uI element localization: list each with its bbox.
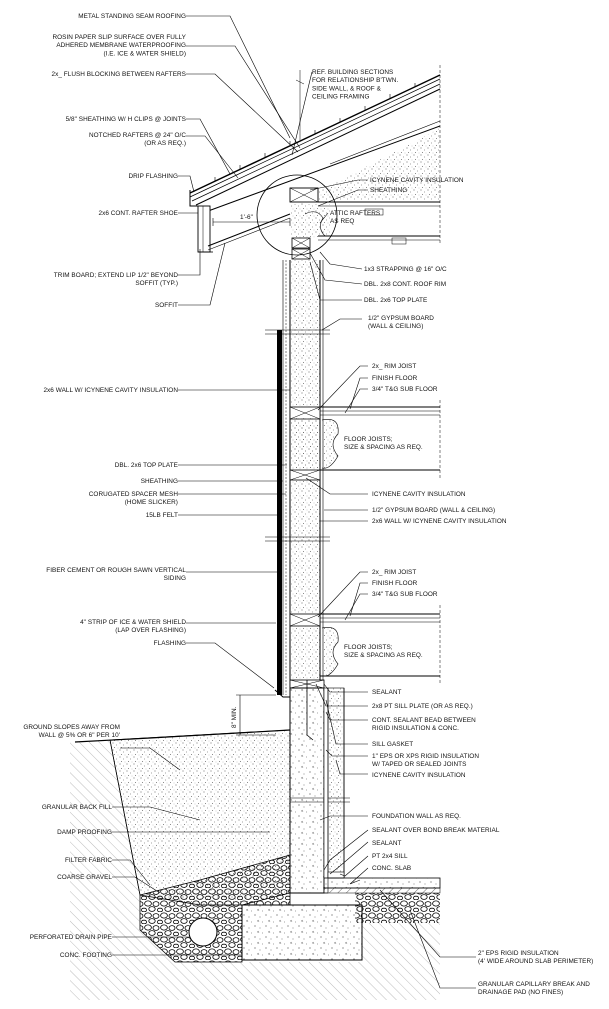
label-flashing: FLASHING [154,640,186,647]
label-soffit: SOFFIT [155,302,178,309]
label-icynene-wall: ICYNENE CAVITY INSULATION [372,491,466,498]
foundation-assembly: 8" MIN. [70,679,441,1000]
label-wall-insulation: 2x6 WALL W/ ICYNENE CAVITY INSULATION [43,387,178,394]
label-rafter-shoe: 2x6 CONT. RAFTER SHOE [98,210,178,217]
label-rim-joist-2: 2x_ RIM JOIST [372,569,416,576]
label-conc-footing: CONC. FOOTING [60,952,112,959]
label-icynene-base: ICYNENE CAVITY INSULATION [372,772,466,779]
label-floor-joists-1: FLOOR JOISTS;SIZE & SPACING AS REQ. [344,436,423,451]
label-foundation-wall: FOUNDATION WALL AS REQ. [372,813,461,820]
label-ice-water-strip: 4" STRIP OF ICE & WATER SHIELD(LAP OVER … [80,619,186,634]
label-granular-backfill: GRANULAR BACK FILL [42,804,113,811]
min-height-dimension: 8" MIN. [231,706,238,728]
label-spacer-mesh: CORUGATED SPACER MESH(HOME SLICKER) [89,491,179,506]
label-drip-flashing: DRIP FLASHING [128,173,178,180]
label-conc-slab: CONC. SLAB [372,865,411,872]
label-drain-pipe: PERFORATED DRAIN PIPE [30,934,112,941]
label-dbl-top-plate: DBL. 2x6 TOP PLATE [115,462,178,469]
overhang-dimension: 1'-6" [240,214,253,221]
label-icynene-roof: ICYNENE CAVITY INSULATION [370,177,464,184]
label-coarse-gravel: COARSE GRAVEL [57,874,112,881]
label-sheathing-clips: 5/8" SHEATHING W/ H CLIPS @ JOINTS [66,116,186,123]
label-pt-sill: PT 2x4 SILL [372,853,408,860]
label-sill-gasket: SILL GASKET [372,741,413,748]
leader-lines [112,15,476,989]
label-damp-proofing: DAMP PROOFING [57,829,112,836]
label-finish-floor-1: FINISH FLOOR [372,375,418,382]
label-sheathing-roof: SHEATHING [370,187,407,194]
label-flush-blocking: 2x_ FLUSH BLOCKING BETWEEN RAFTERS [51,71,186,78]
label-metal-roofing: METAL STANDING SEAM ROOFING [78,13,186,20]
label-bond-break: SEALANT OVER BOND BREAK MATERIAL [372,827,500,834]
label-subfloor-1: 3/4" T&G SUB FLOOR [372,386,438,393]
label-strapping: 1x3 STRAPPING @ 16" O/C [364,266,447,273]
label-floor-joists-2: FLOOR JOISTS;SIZE & SPACING AS REQ. [344,644,423,659]
label-gypsum-2: 1/2" GYPSUM BOARD (WALL & CEILING) [372,507,495,514]
label-subfloor-2: 3/4" T&G SUB FLOOR [372,591,438,598]
label-roof-rim: DBL. 2x8 CONT. ROOF RIM [364,281,446,288]
label-gypsum-1: 1/2" GYPSUM BOARD(WALL & CEILING) [368,315,434,330]
label-top-plate-r: DBL. 2x6 TOP PLATE [364,297,427,304]
label-sheathing-left: SHEATHING [141,478,178,485]
label-eps-slab: 2" EPS RIGID INSULATION(4' WIDE AROUND S… [478,950,593,965]
label-rim-joist-1: 2x_ RIM JOIST [372,363,416,370]
label-notched-rafters: NOTCHED RAFTERS @ 24" O/C(OR AS REQ.) [89,132,186,147]
left-callouts: METAL STANDING SEAM ROOFING ROSIN PAPER S… [23,13,186,959]
label-finish-floor-2: FINISH FLOOR [372,580,418,587]
wall-assembly [265,260,441,803]
label-wall-icynene-2: 2x6 WALL W/ ICYNENE CAVITY INSULATION [372,518,507,525]
label-sealant-1: SEALANT [372,689,402,696]
roof-assembly: 1'-6" [189,65,441,260]
label-felt: 15LB FELT [146,512,178,519]
label-sill-plate: 2x8 PT SILL PLATE (OR AS REQ.) [372,703,473,710]
label-sealant-2: SEALANT [372,840,402,847]
label-filter-fabric: FILTER FABRIC [65,857,112,864]
